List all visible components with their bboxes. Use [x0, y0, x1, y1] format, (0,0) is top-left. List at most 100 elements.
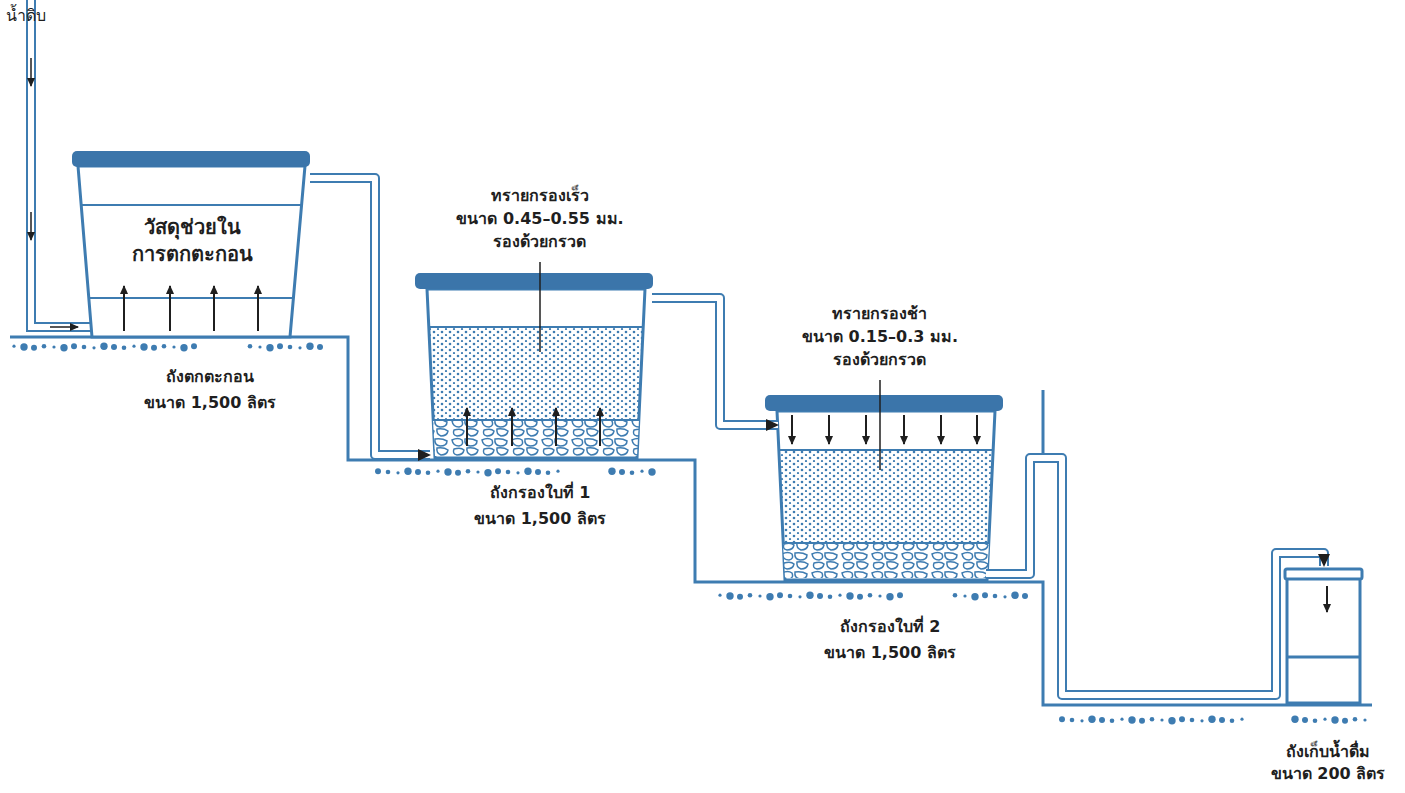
fast-filter-tank	[415, 262, 653, 458]
ground-dot	[266, 344, 273, 351]
ground-dot	[277, 343, 283, 349]
ground-dot	[737, 594, 743, 600]
ground-dot	[993, 594, 998, 599]
ground-dot	[455, 470, 461, 476]
ground-dot	[648, 468, 655, 475]
ground-dot	[298, 346, 301, 349]
ground-dot	[92, 346, 95, 349]
storage-tank	[1285, 569, 1362, 703]
pipe-stroke	[986, 458, 1324, 695]
storage-tank-box: ถังเก็บน้ำดื่ม ขนาด 200 ลิตร	[1252, 566, 1400, 788]
text-holder: ถังตกตะกอน ขนาด 1,500 ลิตร	[144, 364, 276, 417]
ground-dot	[1080, 719, 1083, 722]
ground-dot	[726, 592, 733, 599]
ground-dot	[31, 345, 37, 351]
filter-tank-box: ทรายกรองช้า ขนาด 0.15–0.3 มม. รองด้วยกรว…	[778, 300, 986, 676]
ground-dot	[1208, 716, 1215, 723]
ground-dot	[857, 594, 863, 600]
ground-dot	[426, 471, 431, 476]
pipe-stroke	[986, 458, 1324, 695]
text-holder: ทรายกรองเร็ว ขนาด 0.45–0.55 มม. รองด้วยก…	[456, 184, 623, 254]
tank-label: ทรายกรองเร็ว ขนาด 0.45–0.55 มม. รองด้วยก…	[456, 184, 623, 254]
ground-dot	[71, 343, 77, 349]
ground-dot	[1120, 718, 1123, 721]
ground-dot	[953, 593, 958, 598]
ground-dot	[963, 594, 966, 597]
ground-dot	[1331, 716, 1338, 723]
leader-line	[879, 380, 881, 470]
pipe-stroke	[652, 298, 778, 425]
ground-dot	[556, 470, 559, 473]
ground-dot	[1011, 592, 1018, 599]
ground-dot	[886, 593, 893, 600]
ground-dot	[1179, 716, 1185, 722]
ground-dot	[766, 593, 773, 600]
leader-line	[539, 262, 541, 352]
ground-dot	[535, 469, 541, 475]
ground-dot	[52, 345, 55, 348]
ground-dot	[798, 595, 801, 598]
ground-dot	[1059, 716, 1065, 722]
ground-dot	[982, 592, 988, 598]
ground-dot	[1099, 717, 1105, 723]
ground-dot	[1230, 719, 1235, 724]
ground-dot	[828, 595, 833, 600]
ground-dot	[180, 344, 187, 351]
ground-dot	[788, 594, 793, 599]
text-holder: ทรายกรองช้า ขนาด 0.15–0.3 มม. รองด้วยกรว…	[802, 302, 958, 372]
ground-dot	[396, 471, 399, 474]
ground-dot	[1353, 717, 1358, 722]
ground-dot	[1150, 717, 1155, 722]
pipe-connector	[986, 458, 1324, 695]
ground-dot	[524, 468, 531, 475]
ground-dot	[1088, 716, 1095, 723]
ground-dot	[162, 344, 167, 349]
ground-dot	[444, 468, 451, 475]
ground-dot	[630, 471, 635, 476]
pipe-connector	[310, 178, 430, 455]
ground-dot	[132, 345, 135, 348]
ground-dot	[191, 343, 197, 349]
ground-dot	[1323, 718, 1326, 721]
ground-dot	[1128, 716, 1135, 723]
ground-dot	[1139, 718, 1145, 724]
ground-dot	[1110, 719, 1115, 724]
ground-dot	[82, 345, 87, 350]
ground-dot	[897, 592, 903, 598]
ground-dot	[1003, 595, 1006, 598]
ground-dot	[375, 468, 381, 474]
ground-dot	[846, 592, 853, 599]
ground-dot	[1200, 719, 1203, 722]
pipe-stroke	[652, 298, 778, 425]
sedimentation-tank	[72, 151, 310, 337]
pipe-stroke	[652, 298, 778, 425]
ground-dot	[306, 343, 313, 350]
ground-dot	[878, 594, 881, 597]
ground-dot	[386, 470, 391, 475]
ground-dot	[12, 345, 15, 348]
ground-dot	[60, 344, 67, 351]
ground-dot	[777, 592, 783, 598]
ground-dot	[1070, 718, 1075, 723]
pipe-stroke	[310, 178, 430, 455]
ground-dot	[1363, 718, 1366, 721]
ground-dot	[100, 343, 107, 350]
input-label: น้ำดิบ	[6, 6, 46, 27]
ground-dot	[404, 468, 411, 475]
ground-dot	[1168, 717, 1175, 724]
ground-dot	[718, 594, 721, 597]
text-holder: ถังกรองใบที่ 1 ขนาด 1,500 ลิตร	[474, 480, 606, 533]
pipe-stroke	[310, 178, 430, 455]
tank-label: วัสดุช่วยใน การตกตะกอน	[132, 214, 253, 268]
ground-dot	[248, 344, 253, 349]
text-holder: ถังเก็บน้ำดื่ม ขนาด 200 ลิตร	[1271, 741, 1386, 786]
ground-dot	[1240, 718, 1243, 721]
ground-dot	[111, 344, 117, 350]
ground-dot	[140, 343, 147, 350]
ground-dot	[122, 346, 127, 351]
pipe-stroke	[986, 458, 1324, 695]
ground-dot	[1313, 719, 1318, 724]
ground-dot	[748, 593, 753, 598]
text-holder: ถังกรองใบที่ 2 ขนาด 1,500 ลิตร	[824, 614, 956, 667]
ground-dot	[838, 594, 841, 597]
